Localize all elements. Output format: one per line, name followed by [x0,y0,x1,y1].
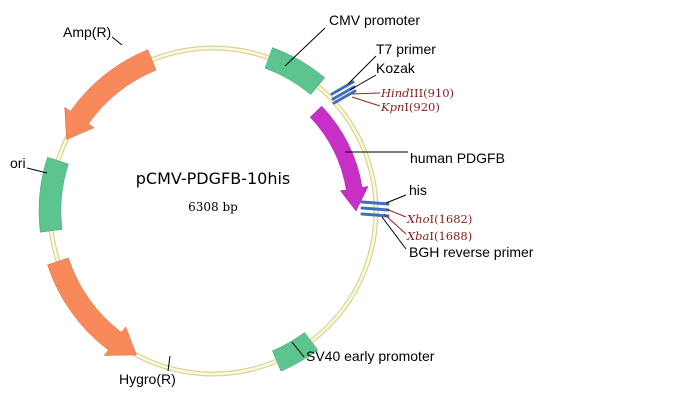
his-leader [385,194,407,204]
plasmid-size: 6308 bp [188,200,238,214]
hindiii-position: (910) [423,86,454,100]
xbai-leader [383,213,407,235]
hindiii-name-italic: Hind [380,86,409,100]
his-mark [360,200,390,206]
xbai-name-roman: I [429,229,434,243]
hygro-leader [167,355,171,372]
kpni-position: (920) [409,100,440,114]
site-marks-top [330,80,357,105]
xhoi-name-italic: Xho [406,212,430,226]
t7-leader [347,55,377,85]
kpni-name-roman: I [404,100,409,114]
kpni-name-italic: Kpn [380,100,404,114]
xbai-site-label: XbaI(1688) [406,229,472,243]
ori-label: ori [10,155,26,171]
xhoi-mark [360,206,390,212]
kpni-leader [351,96,381,107]
kpni-mark [332,89,357,105]
hygro-resistance-arrow [47,257,137,356]
leader-lines [26,27,408,372]
pdgfb-insert-arrow [309,105,369,212]
hindiii-mark [331,85,356,101]
t7-mark [330,80,355,96]
xhoi-site-label: XhoI(1682) [406,212,472,226]
hygro-label: Hygro(R) [119,371,176,387]
sv40-leader [291,341,305,358]
his-label: his [409,182,427,198]
xhoi-leader [385,208,407,218]
kpni-site-label: KpnI(920) [380,100,440,114]
cmv-promoter-segment [264,47,326,95]
hindiii-site-label: HindIII(910) [380,86,454,100]
bgh-leader [381,216,407,250]
kozak-label: Kozak [376,60,416,76]
plasmid-name: pCMV-PDGFB-10his [136,169,291,188]
hindiii-leader [351,92,381,95]
xbai-position: (1688) [434,229,472,243]
xbai-name-italic: Xba [406,229,430,243]
cmv-leader [284,27,326,67]
cmv-promoter-label: CMV promoter [329,12,420,28]
sv40-promoter-segment [272,332,319,372]
pdgfb-label: human PDGFB [410,150,505,166]
xhoi-name-roman: I [430,212,435,226]
amp-leader [111,36,123,46]
kozak-leader [349,74,377,91]
xbai-mark [360,212,390,218]
t7-primer-label: T7 primer [376,41,436,57]
sv40-promoter-label: SV40 early promoter [306,348,435,364]
amp-label: Amp(R) [63,24,111,40]
xhoi-position: (1682) [434,212,472,226]
amp-resistance-arrow [64,49,157,140]
ori-leader [26,167,48,174]
ori-segment [38,156,69,233]
site-marks-bottom [360,200,390,218]
hindiii-name-roman: III [409,86,423,100]
bgh-primer-label: BGH reverse primer [409,244,534,260]
